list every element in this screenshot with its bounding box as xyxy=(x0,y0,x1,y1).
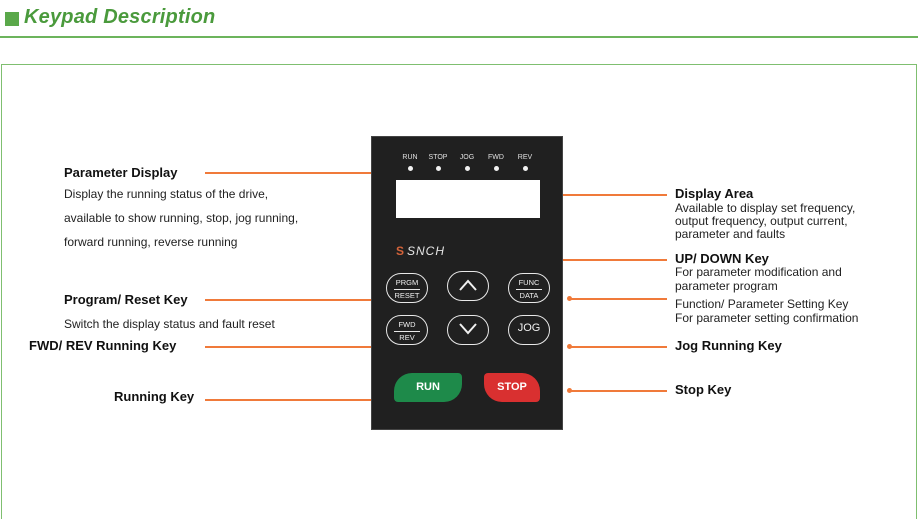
run-button[interactable]: RUN xyxy=(394,373,462,402)
diagram-frame xyxy=(1,64,917,519)
parameter-display-desc-2: available to show running, stop, jog run… xyxy=(64,211,299,225)
parameter-display-leader xyxy=(205,172,388,174)
led-stop xyxy=(436,166,441,171)
function-param-desc-1: Function/ Parameter Setting Key xyxy=(675,297,849,311)
led-label-jog: JOG xyxy=(459,154,475,161)
function-param-dot xyxy=(567,296,572,301)
running-key-leader xyxy=(205,399,412,401)
stop-key-dot xyxy=(567,388,572,393)
led-label-run: RUN xyxy=(402,154,418,161)
display-screen xyxy=(396,180,540,218)
fwd-rev-title: FWD/ REV Running Key xyxy=(29,338,177,353)
program-reset-desc: Switch the display status and fault rese… xyxy=(64,317,275,331)
display-area-desc-1: Available to display set frequency, xyxy=(675,201,856,215)
display-area-desc-2: output frequency, output current, xyxy=(675,214,848,228)
stop-button[interactable]: STOP xyxy=(484,373,540,402)
stop-key-leader xyxy=(570,390,667,392)
program-reset-leader xyxy=(205,299,416,301)
down-arrow-icon xyxy=(459,323,477,335)
up-down-title: UP/ DOWN Key xyxy=(675,251,769,266)
brand-mark-icon: S xyxy=(396,244,406,258)
jog-title: Jog Running Key xyxy=(675,338,782,353)
function-param-desc-2: For parameter setting confirmation xyxy=(675,311,859,325)
led-label-fwd: FWD xyxy=(488,154,504,161)
header-divider xyxy=(0,36,918,38)
stop-key-title: Stop Key xyxy=(675,382,732,397)
led-fwd xyxy=(494,166,499,171)
up-button[interactable] xyxy=(447,271,489,301)
section-header: Keypad Description xyxy=(0,0,918,38)
led-jog xyxy=(465,166,470,171)
display-area-title: Display Area xyxy=(675,186,754,201)
function-param-leader xyxy=(570,298,667,300)
fwd-rev-leader xyxy=(205,346,416,348)
jog-button[interactable]: JOG xyxy=(508,315,550,345)
led-rev xyxy=(523,166,528,171)
parameter-display-desc-1: Display the running status of the drive, xyxy=(64,187,269,201)
up-down-desc-1: For parameter modification and xyxy=(675,265,842,279)
jog-leader xyxy=(570,346,667,348)
parameter-display-title: Parameter Display xyxy=(64,165,178,180)
led-label-stop: STOP xyxy=(428,154,448,161)
program-reset-title: Program/ Reset Key xyxy=(64,292,188,307)
led-run xyxy=(408,166,413,171)
up-down-leader xyxy=(543,259,667,261)
header-square-icon xyxy=(5,12,19,26)
parameter-display-desc-3: forward running, reverse running xyxy=(64,235,238,249)
down-button[interactable] xyxy=(447,315,489,345)
display-area-leader xyxy=(547,194,667,196)
display-area-desc-3: parameter and faults xyxy=(675,227,786,241)
running-key-title: Running Key xyxy=(114,389,195,404)
up-down-desc-2: parameter program xyxy=(675,279,778,293)
up-arrow-icon xyxy=(459,279,477,291)
jog-dot xyxy=(567,344,572,349)
page-title: Keypad Description xyxy=(24,6,216,28)
led-label-rev: REV xyxy=(517,154,533,161)
